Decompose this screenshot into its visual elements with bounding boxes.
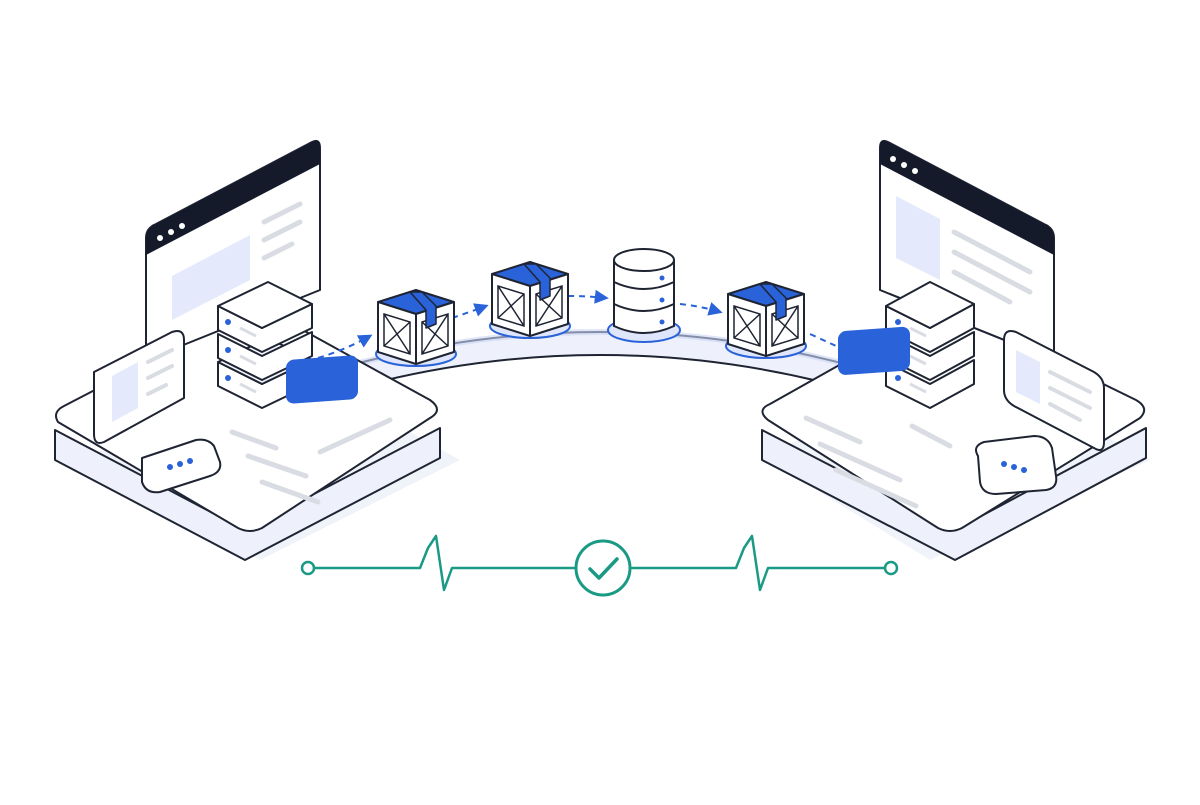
- source-primary-button: [286, 355, 358, 404]
- status-led-icon: [225, 375, 231, 381]
- box-icon: [375, 289, 457, 367]
- target-menu-chip: [975, 435, 1058, 495]
- source-menu-chip: [141, 438, 222, 494]
- source-text-lines: [229, 417, 393, 505]
- target-primary-button: [838, 326, 910, 375]
- status-led-icon: [225, 347, 231, 353]
- status-led-icon: [225, 319, 231, 325]
- status-led-icon: [895, 319, 901, 325]
- target-text-lines: [803, 415, 953, 509]
- database-icon: [607, 248, 681, 343]
- three-dots-icon: [157, 223, 185, 241]
- three-dots-icon: [167, 458, 193, 470]
- endpoint-dot: [883, 560, 899, 576]
- target-content-card: [1003, 330, 1105, 451]
- box-icon: [725, 281, 807, 359]
- status-led-icon: [895, 375, 901, 381]
- endpoint-dot: [300, 560, 316, 576]
- box-icon: [489, 261, 571, 339]
- three-dots-icon: [890, 156, 918, 174]
- source-server-stack: [217, 281, 313, 409]
- three-dots-icon: [1001, 461, 1027, 473]
- heartbeat-line: [313, 534, 886, 592]
- source-content-card: [93, 330, 185, 444]
- check-circle-icon: [574, 539, 632, 597]
